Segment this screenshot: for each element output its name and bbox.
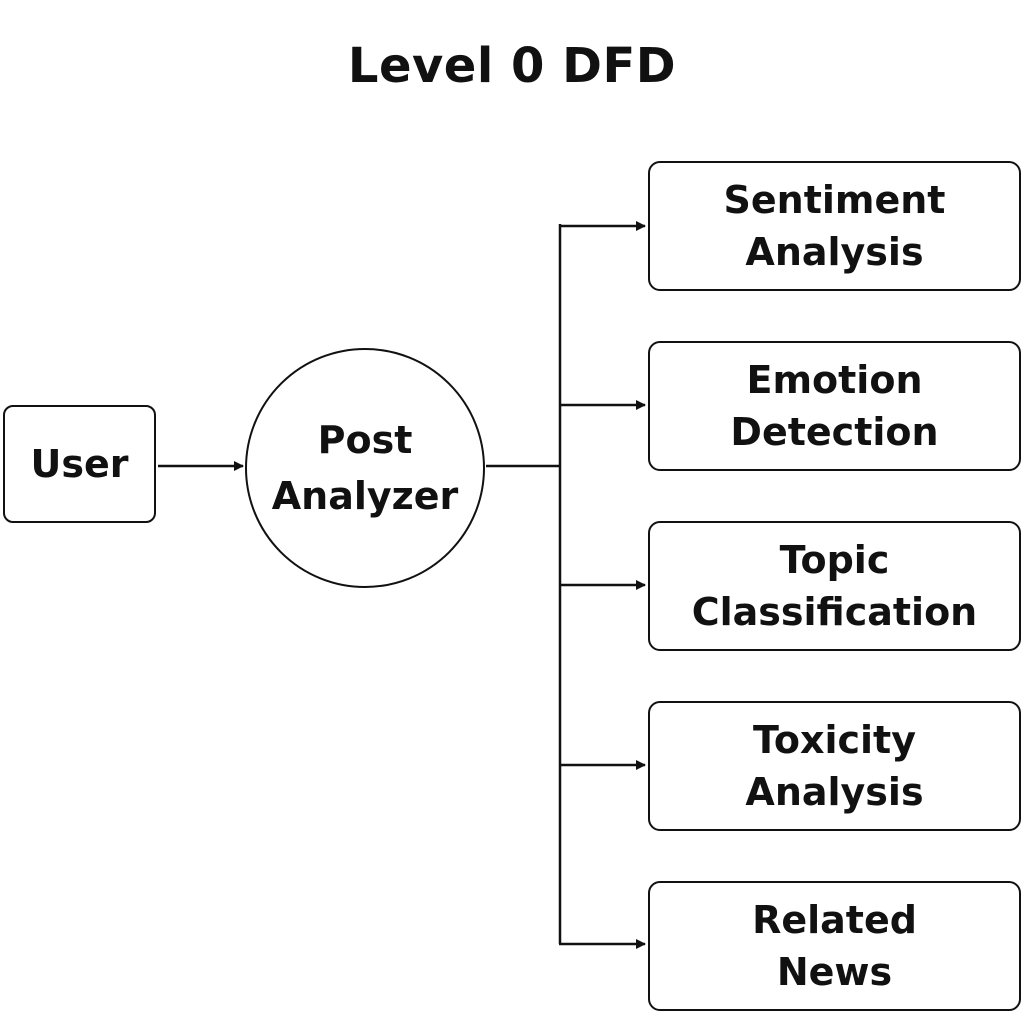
diagram-title: Level 0 DFD xyxy=(347,38,677,94)
output-label-line1: Toxicity xyxy=(752,718,916,762)
output-label-line1: Emotion xyxy=(746,358,923,402)
output-label-line1: Sentiment xyxy=(723,178,946,222)
output-label-line2: News xyxy=(776,950,893,994)
output-label-line2: Classification xyxy=(691,590,978,634)
process-label-line1: Post xyxy=(317,418,413,462)
output-label-line1: Related xyxy=(752,898,917,942)
output-toxicity-analysis: Toxicity Analysis xyxy=(648,701,1021,831)
output-label-line2: Analysis xyxy=(745,230,924,274)
process-post-analyzer: Post Analyzer xyxy=(245,348,485,588)
output-label-line1: Topic xyxy=(779,538,890,582)
output-related-news: Related News xyxy=(648,881,1021,1011)
output-label-line2: Analysis xyxy=(745,770,924,814)
output-emotion-detection: Emotion Detection xyxy=(648,341,1021,471)
external-entity-user: User xyxy=(3,405,156,523)
output-sentiment-analysis: Sentiment Analysis xyxy=(648,161,1021,291)
external-entity-label: User xyxy=(30,442,129,486)
output-topic-classification: Topic Classification xyxy=(648,521,1021,651)
output-label-line2: Detection xyxy=(730,410,939,454)
process-label-line2: Analyzer xyxy=(271,474,459,518)
